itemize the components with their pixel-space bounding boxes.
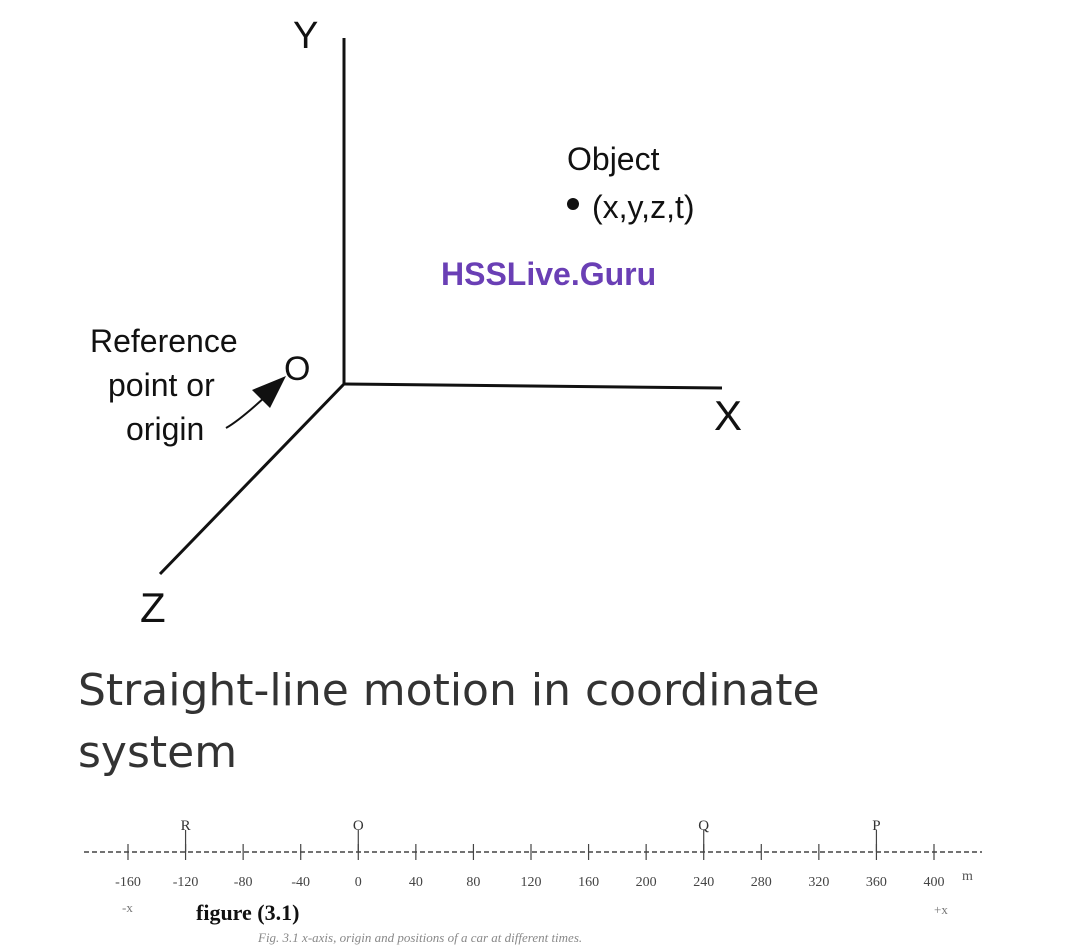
number-line-tick-label: 80 xyxy=(466,875,480,890)
number-line-point-label: O xyxy=(353,818,364,834)
number-line-tick-label: 40 xyxy=(409,875,423,890)
number-line-tick-label: 320 xyxy=(808,875,829,890)
number-line-point-label: Q xyxy=(698,818,709,834)
number-line-point-label: P xyxy=(872,818,880,834)
caption: Straight-line motion in coordinate syste… xyxy=(78,665,820,778)
reference-arrow-shaft xyxy=(225,395,267,429)
number-line-tick-label: 280 xyxy=(751,875,772,890)
watermark-text: HSSLive.Guru xyxy=(441,256,656,292)
number-line-tick-label: 400 xyxy=(924,875,945,890)
number-line-tick-label: 200 xyxy=(636,875,657,890)
figure-label: figure (3.1) xyxy=(196,900,299,925)
number-line-tick-label: 360 xyxy=(866,875,887,890)
number-line-tick-label: -120 xyxy=(173,875,199,890)
reference-arrow-head xyxy=(252,376,286,408)
neg-direction-label: -x xyxy=(122,900,133,915)
number-line-tick-label: 240 xyxy=(693,875,714,890)
x-axis xyxy=(343,382,723,390)
number-line-tick-label: -40 xyxy=(291,875,310,890)
origin-label: O xyxy=(284,350,310,388)
number-line-tick-label: 120 xyxy=(521,875,542,890)
figure-caption: Fig. 3.1 x-axis, origin and positions of… xyxy=(257,930,582,945)
unit-label: m xyxy=(962,869,973,884)
number-line-tick-label: 0 xyxy=(355,875,362,890)
pos-direction-label: +x xyxy=(934,902,948,917)
object-dot xyxy=(567,198,579,210)
object-coords: (x,y,z,t) xyxy=(592,189,695,225)
z-axis-label: Z xyxy=(140,584,166,631)
number-line-tick-label: 160 xyxy=(578,875,599,890)
reference-line-1: Reference xyxy=(90,323,238,359)
number-line-tick-label: -160 xyxy=(115,875,141,890)
number-line-point-label: R xyxy=(181,818,191,834)
z-axis xyxy=(158,382,346,576)
reference-line-2: point or xyxy=(108,367,215,403)
y-axis-label: Y xyxy=(293,15,318,57)
number-line: -160 -120 -80 -40 0 40 80 120 160 200 240 280 320 360… xyxy=(84,818,982,890)
number-line-tick-label: -80 xyxy=(234,875,253,890)
x-axis-label: X xyxy=(714,392,742,439)
reference-line-3: origin xyxy=(126,411,204,447)
object-label: Object xyxy=(567,141,660,177)
